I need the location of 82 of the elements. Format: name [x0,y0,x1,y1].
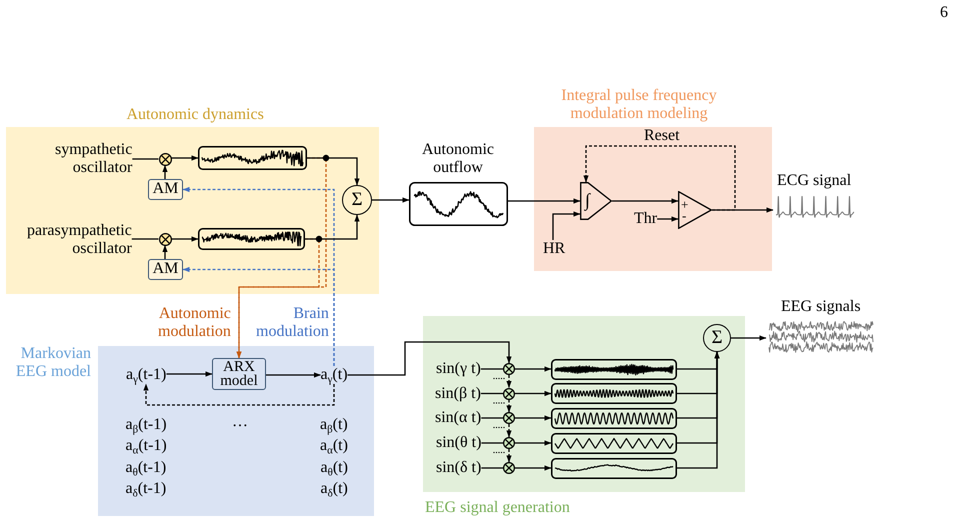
signal-title: EEG signals [781,298,861,316]
state-label: a$_{β}$(t) [320,416,348,434]
input-label: HR [543,240,566,258]
state-label: a$_{γ}$(t) [320,366,348,384]
state-label: a$_{θ}$(t) [320,459,348,477]
arrow [172,155,198,161]
waveform-drawing [551,408,677,428]
dashed-arrow [583,145,736,211]
ellipsis-text: … [232,413,248,431]
arrow [348,341,512,376]
arrow [266,372,321,378]
state-label: a$_{α}$(t-1) [126,437,167,455]
dashed-arrow [182,266,335,366]
state-label: a$_{θ}$(t-1) [126,459,166,477]
connector-line [480,368,503,370]
dashed-arrow [506,375,512,388]
arrow [162,245,168,259]
arrow [508,198,580,204]
arrow [515,366,552,372]
arrow [515,415,552,421]
state-label: a$_{β}$(t-1) [126,416,167,434]
modulator-block: AM [148,179,183,200]
polarity-sign: + [681,200,688,210]
arrow [307,157,360,186]
dashed-arrow [506,424,512,438]
comparator-block [678,191,712,229]
sinusoid-label: sin(α t) [435,410,482,426]
panel-title: Markovian EEG model [14,345,91,381]
arrow [712,207,774,213]
arrow [552,211,580,240]
model-block: ARX model [212,358,266,390]
sinusoid-label: sin(β t) [435,386,481,402]
arrow [166,371,212,377]
panel-title: EEG signal generation [425,499,570,517]
arrow [515,440,552,446]
sinusoid-label: sin(γ t) [436,361,481,377]
connector-line [132,238,158,240]
arrow [731,335,766,341]
integrator-block: ∫ [580,182,612,220]
dashed-arrow [506,449,512,462]
waveform-drawing [551,458,677,478]
waveform-drawing [198,228,305,250]
state-label: a$_{δ}$(t-1) [126,480,166,498]
sinusoid-label: sin(δ t) [436,460,482,476]
summing-junction: Σ [703,324,731,352]
oscillator-label: parasympathetic oscillator [27,222,132,258]
connector-line [481,467,503,469]
dashed-arrow [506,400,512,412]
dashed-arrow [143,384,335,406]
arrow [372,197,410,203]
arrow [162,165,168,179]
waveform-drawing [551,383,677,404]
state-label: a$_{γ}$(t-1) [126,366,166,384]
signal-title: ECG signal [777,172,852,190]
panel-title: Autonomic dynamics [126,106,264,124]
waveform-drawing [551,432,677,454]
arrow [515,390,552,396]
connector-line [480,392,503,394]
threshold-label: Thr [634,210,658,228]
sinusoid-label: sin(θ t) [436,435,482,451]
state-label: a$_{α}$(t) [320,437,348,455]
arrow [677,352,720,469]
arrow [172,236,198,242]
connector-line [481,442,503,444]
arrow [657,216,678,222]
state-label: a$_{δ}$(t) [320,480,348,498]
panel-title: Integral pulse frequency modulation modeling [560,87,718,123]
arrow [305,214,360,240]
connector-line [481,417,503,419]
arrow [515,465,552,471]
modulator-block: AM [148,259,183,280]
arrow [612,198,678,204]
waveform-drawing [551,358,677,380]
page-number: 6 [940,4,948,22]
connector-line [132,158,158,160]
waveform-drawing [198,146,307,170]
edge-label: Brain modulation [256,305,329,341]
signal-title: Autonomic outflow [422,141,494,177]
oscillator-label: sympathetic oscillator [55,141,132,177]
polarity-sign: - [682,211,686,221]
summing-junction: Σ [342,185,372,215]
edge-label: Autonomic modulation [158,305,231,341]
